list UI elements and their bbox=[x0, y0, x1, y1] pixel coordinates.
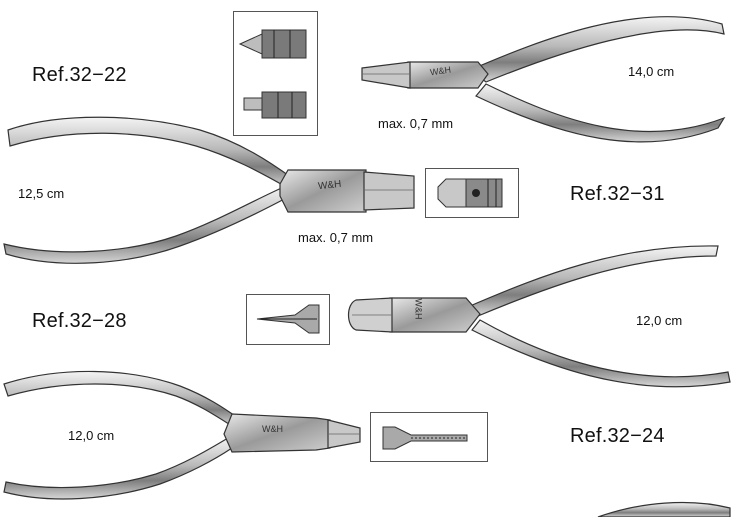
length-32-31: 12,5 cm bbox=[18, 186, 65, 201]
engraving-32-24: W&H bbox=[262, 424, 283, 434]
plier-32-31-lower-handle bbox=[3, 185, 291, 264]
partial-plier-image bbox=[597, 501, 731, 517]
plier-32-28-head bbox=[389, 297, 481, 333]
engraving-32-28: W&H bbox=[413, 298, 424, 320]
ref-label-32-31: Ref.32−31 bbox=[570, 183, 665, 205]
plier-32-22-tip bbox=[361, 61, 411, 89]
plier-32-24-head bbox=[223, 413, 331, 453]
plier-32-31-image bbox=[3, 116, 415, 264]
plier-32-22-lower-handle bbox=[475, 83, 726, 143]
plier-32-22-image bbox=[361, 16, 726, 143]
max-opening-32-22: max. 0,7 mm bbox=[378, 116, 454, 131]
jaw-detail-32-28 bbox=[256, 304, 320, 334]
detail-box-32-22 bbox=[233, 11, 318, 136]
plier-32-28-lower-handle bbox=[471, 319, 731, 388]
detail-box-32-31 bbox=[425, 168, 519, 218]
detail-box-32-24 bbox=[370, 412, 488, 462]
plier-32-31-head bbox=[279, 169, 367, 213]
ref-label-32-28: Ref.32−28 bbox=[32, 310, 127, 332]
jaw-detail-32-31 bbox=[437, 178, 503, 208]
plier-32-22-upper-handle bbox=[468, 16, 725, 83]
plier-32-31-tip bbox=[363, 171, 415, 211]
detail-box-32-28 bbox=[246, 294, 330, 345]
max-opening-32-31: max. 0,7 mm bbox=[298, 230, 374, 245]
length-32-24: 12,0 cm bbox=[68, 428, 115, 443]
plier-32-24-image bbox=[3, 370, 361, 500]
ref-label-32-22: Ref.32−22 bbox=[32, 64, 127, 86]
length-32-22: 14,0 cm bbox=[628, 64, 675, 79]
plier-32-28-upper-handle bbox=[469, 245, 719, 317]
plier-32-24-upper-handle bbox=[3, 370, 239, 427]
plier-32-28-image bbox=[347, 245, 731, 388]
jaw-detail-32-22 bbox=[238, 29, 307, 119]
length-32-28: 12,0 cm bbox=[636, 313, 683, 328]
partial-plier-handle bbox=[597, 501, 731, 517]
plier-32-24-lower-handle bbox=[3, 437, 233, 500]
ref-label-32-24: Ref.32−24 bbox=[570, 425, 665, 447]
jaw-detail-32-24 bbox=[382, 426, 468, 450]
